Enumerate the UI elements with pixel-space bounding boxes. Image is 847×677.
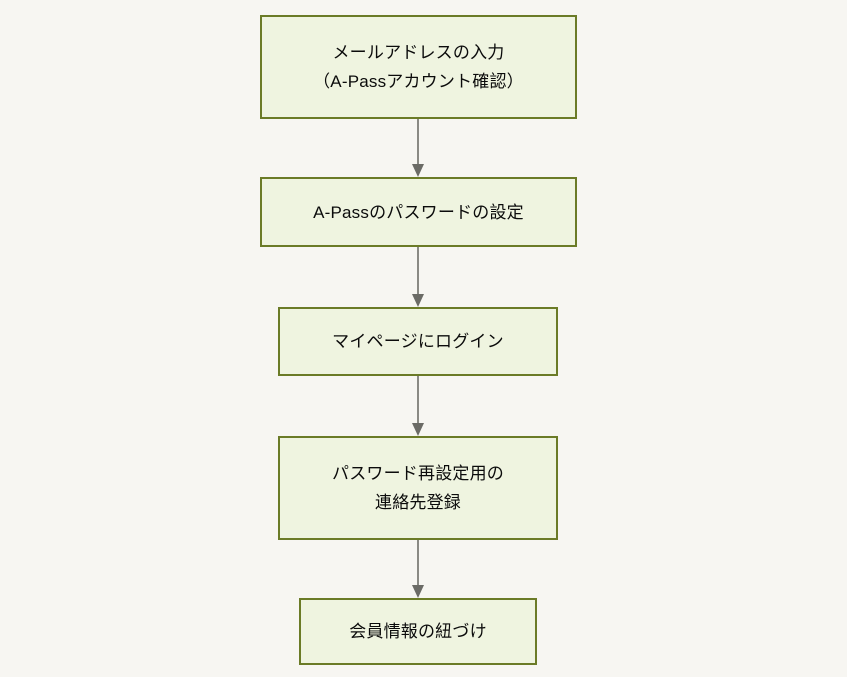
flowchart-node-mypage-login[interactable]: マイページにログイン (278, 307, 558, 376)
edge-n2-n3 (412, 247, 424, 307)
node-label: A-Passのパスワードの設定 (313, 202, 524, 222)
node-label: 会員情報の紐づけ (349, 622, 487, 641)
node-label: マイページにログイン (332, 332, 504, 351)
node-label: メールアドレスの入力 （A-Passアカウント確認） (313, 43, 524, 91)
edge-n1-n2 (412, 119, 424, 177)
flowchart-node-contact-registration[interactable]: パスワード再設定用の 連絡先登録 (278, 436, 558, 540)
edge-n4-n5 (412, 540, 424, 598)
node-label: パスワード再設定用の 連絡先登録 (332, 464, 504, 512)
edge-n3-n4 (412, 376, 424, 436)
flowchart-node-password-setup[interactable]: A-Passのパスワードの設定 (260, 177, 577, 247)
flowchart-node-member-linking[interactable]: 会員情報の紐づけ (299, 598, 537, 665)
flowchart-node-email-input[interactable]: メールアドレスの入力 （A-Passアカウント確認） (260, 15, 577, 119)
